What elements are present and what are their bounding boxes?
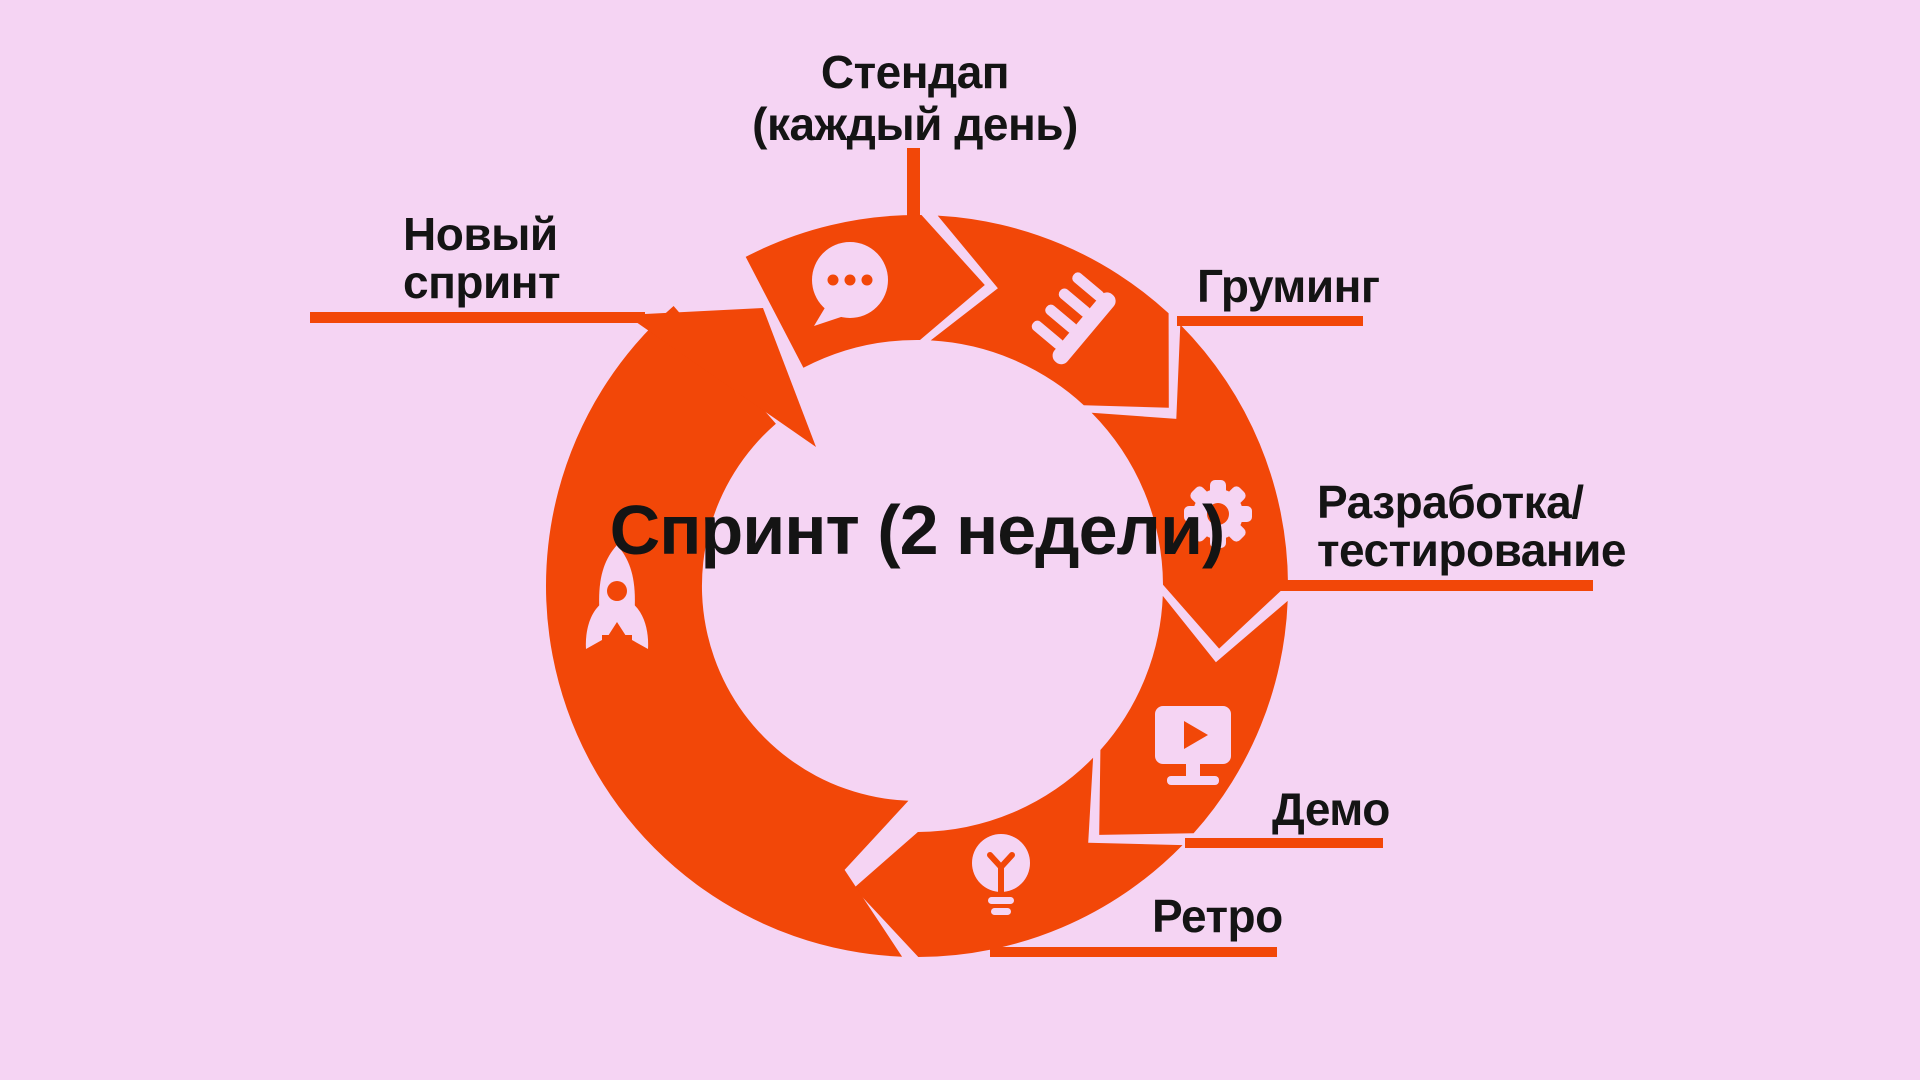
- new-sprint-connector-line: [310, 312, 645, 323]
- stage-label-grooming: Груминг: [1197, 260, 1380, 312]
- stage-label-retro-line1: Ретро: [1152, 890, 1283, 942]
- stage-label-new-sprint-line2: спринт: [403, 256, 561, 308]
- stage-label-new-sprint: Новый спринт: [403, 208, 561, 308]
- stage-label-retro: Ретро: [1152, 890, 1283, 942]
- chat-bubble-icon: [812, 242, 888, 326]
- stage-label-demo: Демо: [1272, 783, 1390, 835]
- ring-segment-new-sprint: [545, 306, 909, 957]
- rocket-icon: [585, 545, 649, 649]
- stage-label-new-sprint-line1: Новый: [403, 208, 558, 260]
- gear-icon: [1184, 480, 1252, 548]
- sprint-center-label-line2: (2 недели): [877, 491, 1225, 569]
- stage-label-standup-line2: (каждый день): [752, 98, 1078, 150]
- retro-connector-line: [990, 947, 1277, 957]
- stage-label-development-line2: тестирование: [1317, 524, 1627, 576]
- lightbulb-icon: [972, 834, 1030, 915]
- sprint-center-label: Спринт (2 недели): [609, 491, 1226, 569]
- monitor-play-icon: [1155, 706, 1231, 785]
- grooming-connector-line: [1177, 316, 1363, 326]
- comb-icon: [1031, 272, 1116, 365]
- stage-label-grooming-line1: Груминг: [1197, 260, 1380, 312]
- stage-label-development-line1: Разработка/: [1317, 476, 1584, 528]
- sprint-center-label-line1: Спринт: [609, 491, 860, 569]
- development-connector-line: [1280, 580, 1593, 591]
- demo-connector-line: [1185, 838, 1383, 848]
- stage-label-standup-line1: Стендап: [820, 46, 1010, 98]
- stage-label-development: Разработка/ тестирование: [1317, 476, 1627, 576]
- stage-label-demo-line1: Демо: [1272, 783, 1390, 835]
- ring-segment-development: [1091, 324, 1288, 649]
- standup-connector-line: [907, 148, 920, 228]
- new-sprint-arrowhead: [626, 308, 816, 447]
- stage-label-standup: Стендап (каждый день): [752, 46, 1078, 150]
